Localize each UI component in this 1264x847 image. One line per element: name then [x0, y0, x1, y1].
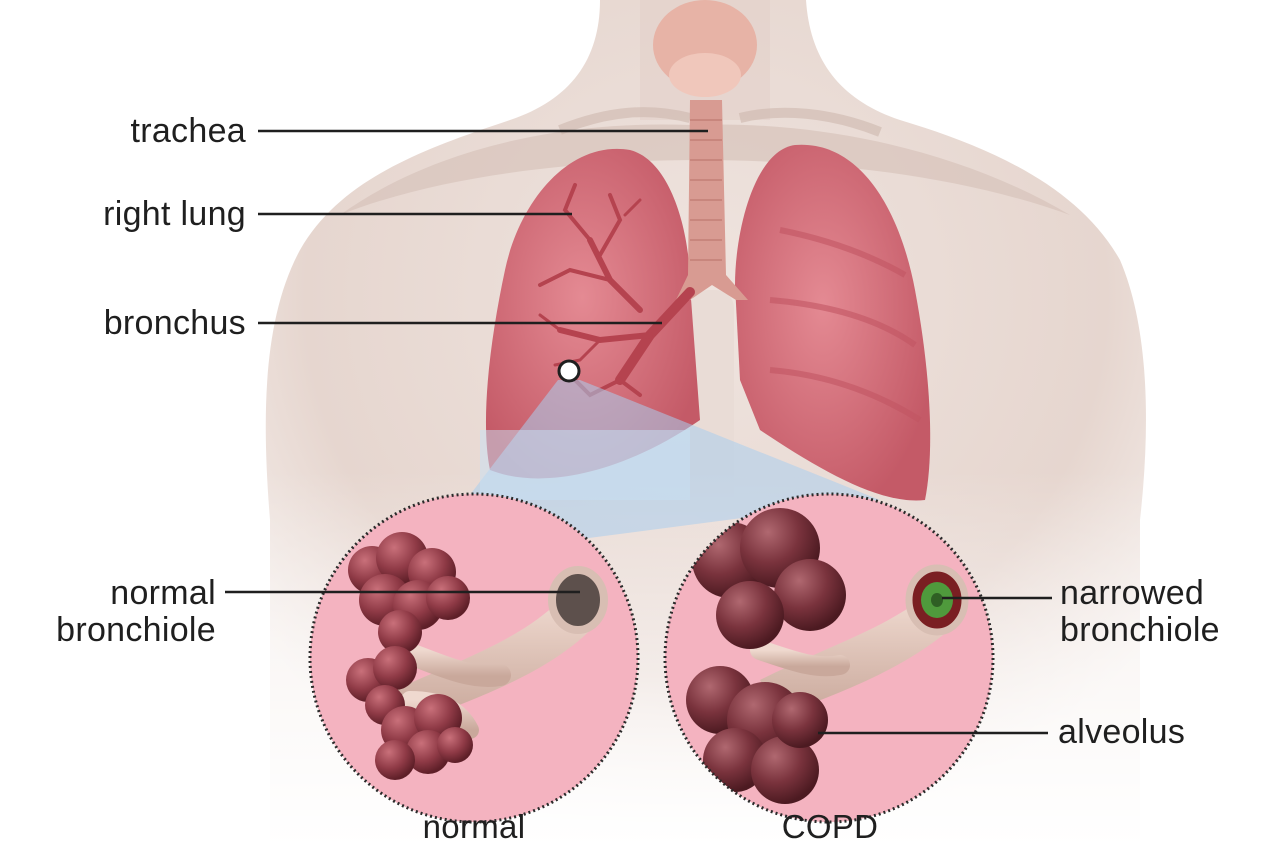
- label-narrowed-bronchiole: narrowed bronchiole: [1060, 575, 1260, 649]
- copd-callout: [665, 494, 993, 822]
- label-bronchus: bronchus: [40, 305, 246, 342]
- label-alveolus: alveolus: [1058, 714, 1238, 751]
- label-narrowed-bronchiole-line2: bronchiole: [1060, 612, 1260, 649]
- label-normal-bronchiole-line2: bronchiole: [10, 612, 216, 649]
- label-trachea: trachea: [60, 113, 246, 150]
- caption-copd: COPD: [760, 808, 900, 845]
- normal-callout: [310, 494, 638, 822]
- label-normal-bronchiole-line1: normal: [10, 575, 216, 612]
- label-normal-bronchiole: normal bronchiole: [10, 575, 216, 649]
- magnify-point-marker: [559, 361, 579, 381]
- label-narrowed-bronchiole-line1: narrowed: [1060, 575, 1260, 612]
- normal-bronchiole-opening: [552, 570, 604, 630]
- label-right-lung: right lung: [40, 196, 246, 233]
- caption-normal: normal: [404, 808, 544, 845]
